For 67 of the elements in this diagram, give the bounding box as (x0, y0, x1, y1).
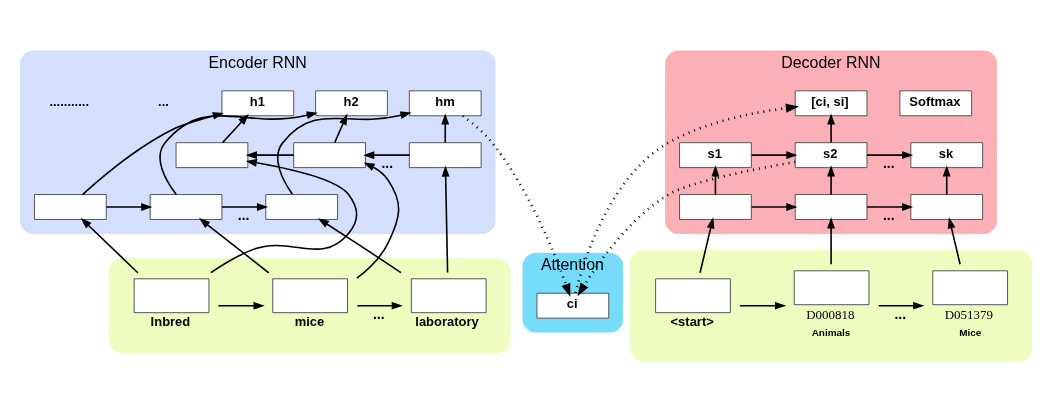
node-label: D051379 (944, 306, 993, 322)
arrow (827, 216, 835, 265)
node-box: h1 (221, 89, 295, 116)
arrow (276, 110, 412, 195)
node-box (265, 193, 339, 220)
node-box (293, 141, 366, 168)
arrow (827, 112, 835, 143)
node-label: <start> (670, 313, 714, 329)
node-label: laboratory (415, 313, 479, 329)
arrow (105, 202, 153, 211)
edge-label: ... (372, 305, 385, 322)
node-label: mice (294, 313, 325, 329)
edge-label: ... (882, 154, 895, 171)
edge-label: ... (894, 305, 907, 322)
edge-label: ... (237, 206, 250, 223)
edge-label: ... (381, 154, 394, 171)
cluster (108, 257, 511, 353)
arrow (462, 114, 571, 297)
arrow (221, 202, 269, 211)
arrow (356, 301, 403, 310)
arrow (317, 217, 402, 273)
node-box (679, 193, 752, 220)
node-box (794, 193, 868, 220)
node-label: Mice (959, 326, 982, 338)
arrow (866, 150, 914, 159)
arrow (827, 164, 835, 195)
node-box: [ci, si] (794, 89, 868, 116)
arrow (441, 164, 450, 273)
arrow (739, 301, 787, 310)
arrow (198, 217, 270, 274)
arrow (217, 301, 265, 310)
node-box (910, 193, 984, 220)
arrow (750, 150, 798, 159)
label: ... (158, 93, 169, 109)
arrow (574, 103, 799, 293)
arrow (221, 113, 249, 143)
arrow (441, 112, 450, 143)
node-box: Softmax (899, 89, 973, 116)
node-box (175, 141, 249, 168)
arrow (577, 160, 796, 296)
label: ........... (49, 93, 90, 109)
arrow (363, 150, 411, 159)
arrow (878, 301, 925, 310)
arrow (711, 164, 720, 195)
node-box: sk (910, 141, 984, 168)
node-box: s2 (794, 141, 868, 168)
arrow (333, 113, 348, 143)
arrow (80, 217, 139, 274)
node-box (408, 141, 482, 168)
arrow (245, 150, 295, 159)
arrow (866, 202, 914, 211)
node-box: h2 (315, 89, 388, 116)
edge-label: ... (882, 206, 895, 223)
node-box: hm (408, 89, 482, 116)
node-label: D000818 (806, 306, 855, 322)
arrow (356, 162, 400, 279)
node-label: Inbred (150, 313, 191, 329)
node-box (149, 193, 223, 220)
node-box (33, 193, 107, 220)
node-box: ci (536, 292, 610, 319)
arrow (942, 164, 951, 195)
cluster (630, 249, 1032, 362)
node-box: s1 (679, 141, 752, 168)
arrow (750, 202, 798, 211)
arrow (210, 158, 358, 273)
node-label: Animals (811, 326, 851, 338)
arrow (699, 216, 715, 274)
